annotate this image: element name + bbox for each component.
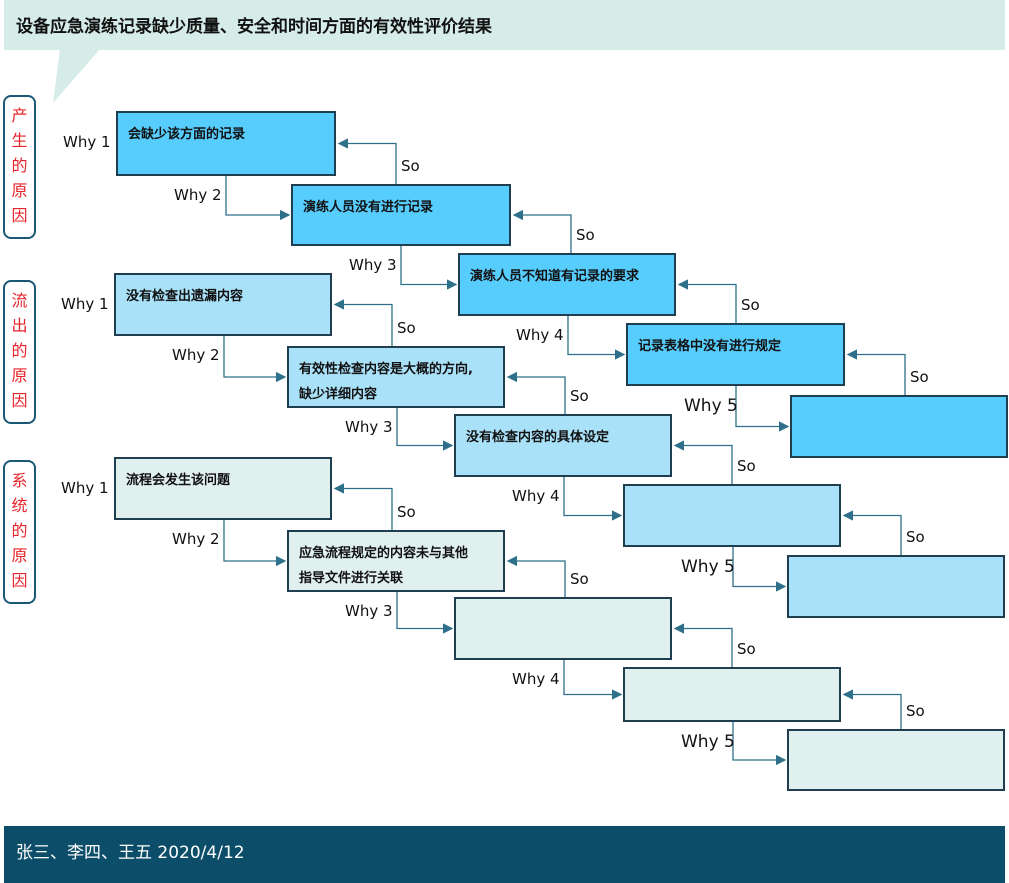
why-box-g2-2[interactable]: 有效性检查内容是大概的方向, 缺少详细内容 [287,346,505,408]
why-label-1: Why 1 [61,295,109,313]
side-label-char: 因 [11,391,28,410]
why-label-5: Why 5 [681,732,735,752]
why-arrow [567,316,626,360]
so-arrow [337,138,397,184]
why-box-g2-1[interactable]: 没有检查出遗漏内容 [114,273,332,336]
so-arrow [506,371,566,414]
why-box-text: 应急流程规定的内容未与其他 指导文件进行关联 [299,546,469,586]
side-label-char: 系 [11,471,28,490]
why-box-g1-2[interactable]: 演练人员没有进行记录 [291,184,511,246]
side-label-group-2: 流出的原因 [3,280,36,424]
why-box-g3-4[interactable] [623,667,841,722]
side-label-char: 的 [11,521,28,540]
so-label: So [737,457,756,475]
why-arrow [396,592,454,634]
why-box-g1-5[interactable] [790,395,1008,458]
why-label-3: Why 3 [345,602,393,620]
callout-tail [53,49,100,103]
so-arrow [842,689,902,729]
why-arrow [225,176,291,221]
why-arrow [400,246,458,290]
why-box-g2-4[interactable] [623,484,841,547]
why-box-text: 演练人员不知道有记录的要求 [470,269,640,284]
why-box-g1-4[interactable]: 记录表格中没有进行规定 [626,323,845,386]
why-label-4: Why 4 [512,670,560,688]
side-label-char: 生 [11,131,28,150]
side-label-char: 因 [11,571,28,590]
so-label: So [397,319,416,337]
side-label-char: 产 [11,106,28,125]
side-label-char: 出 [11,316,28,335]
so-arrow [842,510,902,555]
side-label-char: 原 [11,366,28,385]
side-label-char: 流 [11,291,28,310]
why-arrow [732,547,787,592]
footer-bar: 张三、李四、王五 2020/4/12 [4,826,1005,883]
so-arrow [846,349,906,395]
why-label-5: Why 5 [681,557,735,577]
why-box-g2-5[interactable] [787,555,1005,618]
why-box-g3-3[interactable] [454,597,672,660]
so-label: So [741,296,760,314]
why-arrow [563,477,623,521]
why-arrow [223,336,287,383]
why-box-g1-3[interactable]: 演练人员不知道有记录的要求 [458,253,676,316]
why-box-text: 记录表格中没有进行规定 [638,339,782,354]
why-box-text: 没有检查内容的具体设定 [466,430,610,445]
so-arrow [673,623,733,667]
side-label-char: 统 [11,496,28,515]
so-arrow [673,440,733,484]
why-box-g3-1[interactable]: 流程会发生该问题 [114,457,332,520]
why-label-3: Why 3 [349,256,397,274]
so-label: So [570,570,589,588]
side-label-char: 原 [11,181,28,200]
so-arrow [677,279,737,323]
why-label-2: Why 2 [174,186,222,204]
why-box-g1-1[interactable]: 会缺少该方面的记录 [116,111,336,176]
so-arrow [333,483,393,530]
page-title: 设备应急演练记录缺少质量、安全和时间方面的有效性评价结果 [16,17,492,37]
why-box-g3-2[interactable]: 应急流程规定的内容未与其他 指导文件进行关联 [287,530,505,592]
so-arrow [512,209,572,253]
why-label-4: Why 4 [516,326,564,344]
so-label: So [737,640,756,658]
footer-text: 张三、李四、王五 2020/4/12 [16,843,245,863]
title-callout: 设备应急演练记录缺少质量、安全和时间方面的有效性评价结果 [4,0,1005,50]
why-label-5: Why 5 [684,396,738,416]
so-label: So [401,157,420,175]
side-label-group-1: 产生的原因 [3,95,36,239]
so-label: So [910,368,929,386]
so-label: So [906,702,925,720]
why-box-g3-5[interactable] [787,729,1005,791]
side-label-char: 因 [11,206,28,225]
why-box-text: 会缺少该方面的记录 [128,127,246,142]
so-label: So [570,387,589,405]
why-label-2: Why 2 [172,346,220,364]
why-box-g2-3[interactable]: 没有检查内容的具体设定 [454,414,672,477]
why-arrow [563,660,623,700]
why-box-text: 没有检查出遗漏内容 [126,289,244,304]
side-label-char: 的 [11,156,28,175]
why-label-1: Why 1 [61,479,109,497]
side-label-char: 的 [11,341,28,360]
why-arrow [732,722,787,766]
why-arrow [223,520,287,567]
side-label-group-3: 系统的原因 [3,460,36,604]
why-arrow [735,386,790,432]
why-label-1: Why 1 [63,133,111,151]
so-label: So [397,503,416,521]
why-box-text: 有效性检查内容是大概的方向, 缺少详细内容 [299,362,473,402]
why-box-text: 演练人员没有进行记录 [303,200,434,215]
so-arrow [506,555,566,597]
so-label: So [906,528,925,546]
why-label-4: Why 4 [512,487,560,505]
so-label: So [576,226,595,244]
why-label-3: Why 3 [345,418,393,436]
side-label-char: 原 [11,546,28,565]
why-arrow [396,408,454,451]
so-arrow [333,299,393,346]
why-box-text: 流程会发生该问题 [126,473,231,488]
why-label-2: Why 2 [172,530,220,548]
